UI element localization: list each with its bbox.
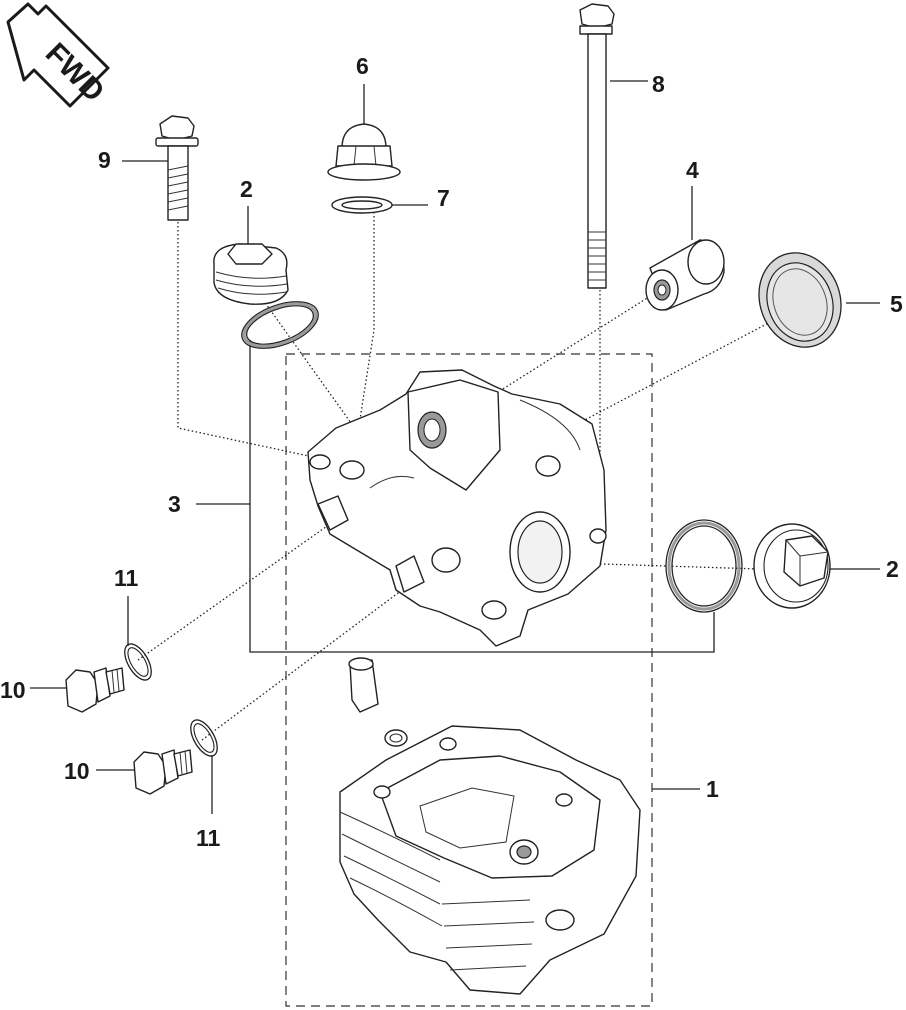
part-3-cylinder-head-cover — [307, 369, 607, 647]
part-10-upper-plug-bolt — [65, 667, 125, 713]
callout-2-top: 2 — [240, 176, 253, 202]
part-6-cap-nut — [327, 123, 401, 181]
callout-4: 4 — [686, 157, 699, 183]
fwd-arrow-icon: FWD — [6, 2, 111, 108]
callout-10-upper: 10 — [0, 677, 26, 703]
breather-fitting — [348, 657, 408, 747]
part-1-cylinder-head — [339, 725, 641, 995]
part-9-flange-bolt — [155, 115, 199, 221]
part-4-bushing — [645, 239, 725, 311]
part-2-top-oring — [241, 301, 319, 349]
callout-1: 1 — [706, 776, 719, 802]
callout-9: 9 — [98, 147, 111, 173]
callout-labels: 1 2 2 3 4 5 6 7 8 9 10 10 11 11 — [0, 53, 903, 851]
callout-2-right: 2 — [886, 556, 899, 582]
callout-11-upper: 11 — [114, 565, 139, 591]
part-5-cap — [758, 252, 842, 348]
callout-10-lower: 10 — [64, 758, 90, 784]
part-11-upper-oring — [124, 643, 152, 681]
part-2-top-plug — [213, 243, 289, 305]
part-8-long-bolt — [579, 3, 615, 289]
part-7-washer — [331, 196, 393, 214]
leader-lines — [30, 80, 880, 814]
part-2-right-oring — [665, 519, 743, 613]
callout-3-bracket — [249, 340, 715, 653]
callout-5: 5 — [890, 291, 903, 317]
callout-3: 3 — [168, 491, 181, 517]
callout-8: 8 — [652, 71, 665, 97]
callout-6: 6 — [356, 53, 369, 79]
part-2-right-hex-plug — [753, 523, 831, 609]
callout-11-lower: 11 — [196, 825, 221, 851]
callout-7: 7 — [437, 185, 450, 211]
assembly-boundary-box — [285, 353, 653, 1007]
part-11-lower-oring — [190, 719, 218, 757]
part-10-lower-plug-bolt — [133, 749, 193, 795]
